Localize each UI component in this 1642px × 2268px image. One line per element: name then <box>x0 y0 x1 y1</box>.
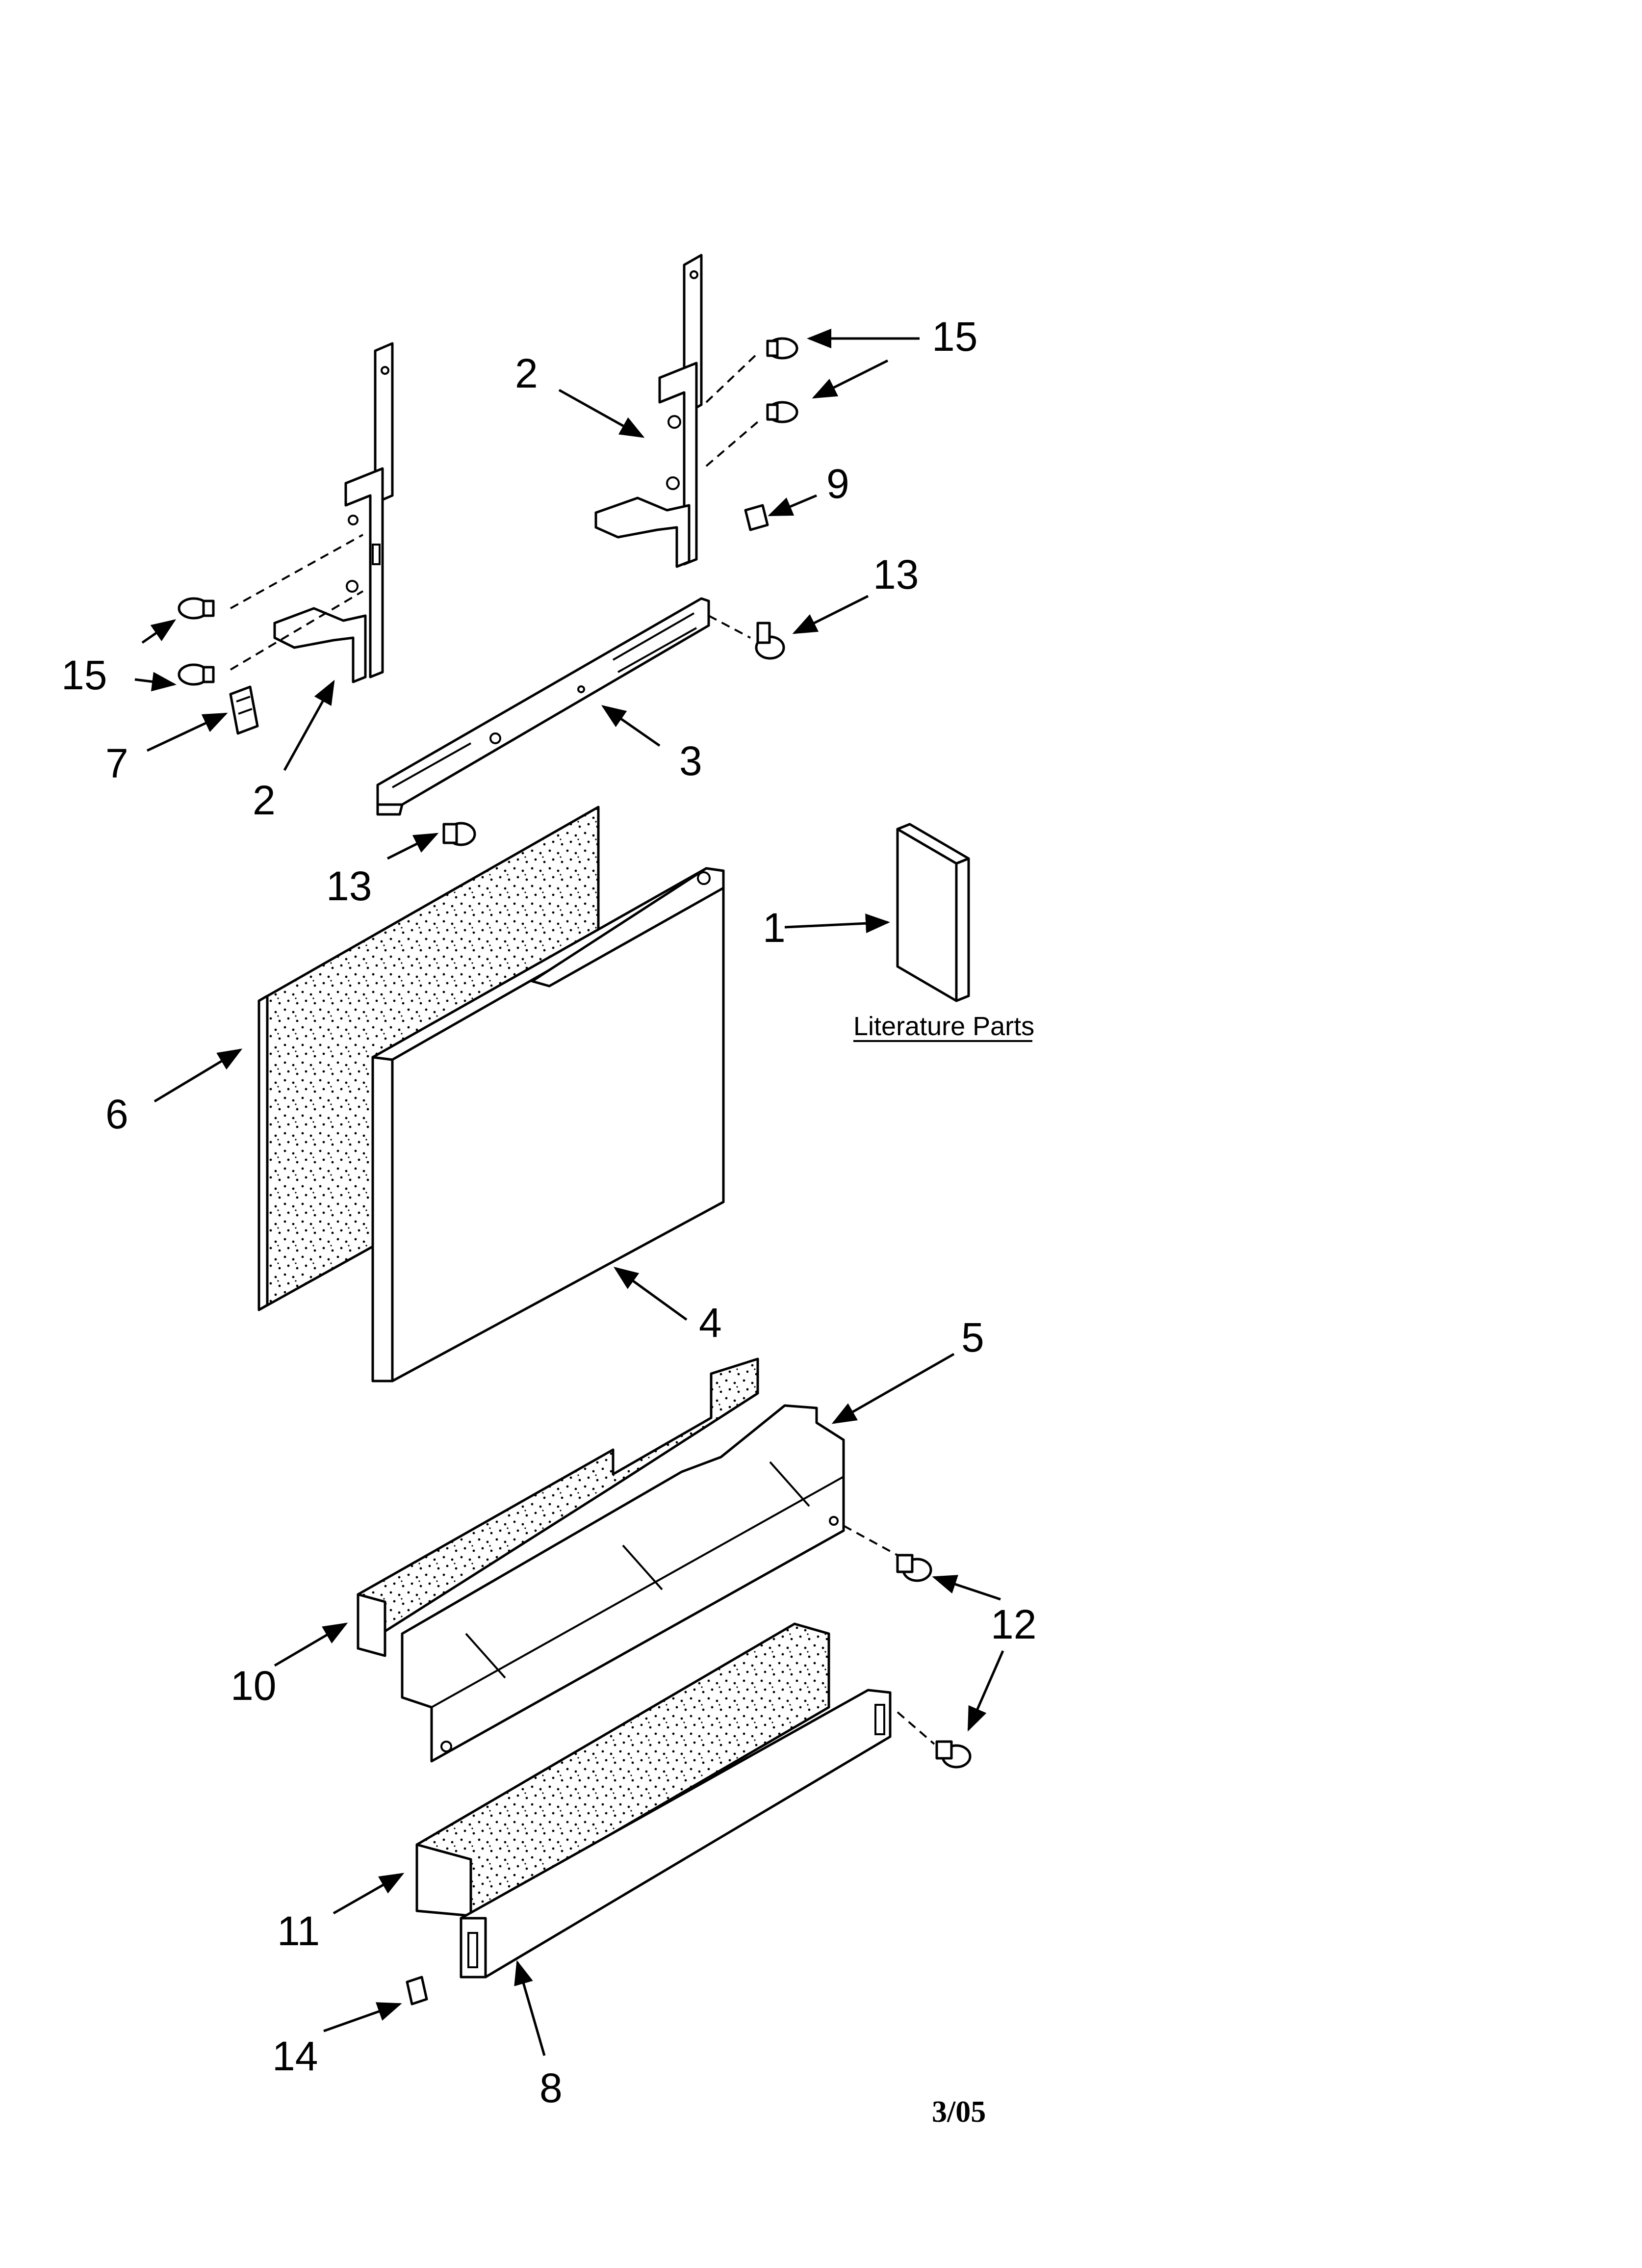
toe-kick-bracket <box>401 1404 845 1763</box>
callout-11: 11 <box>277 1908 320 1954</box>
kick-plate <box>460 1689 892 1979</box>
callout-3: 3 <box>679 738 702 784</box>
callout-2-left: 2 <box>253 777 276 823</box>
screw-13-left <box>442 822 476 846</box>
callout-2-right: 2 <box>515 350 538 396</box>
callout-13-left: 13 <box>326 863 372 909</box>
screws <box>178 337 972 1769</box>
callout-6: 6 <box>105 1091 128 1137</box>
callout-5: 5 <box>961 1314 984 1360</box>
date-code: 3/05 <box>932 2095 986 2129</box>
callout-4: 4 <box>699 1300 722 1346</box>
callout-8: 8 <box>539 2065 563 2111</box>
clip-9 <box>744 504 769 531</box>
callout-9: 9 <box>826 461 849 507</box>
callout-15-right: 15 <box>932 313 977 360</box>
screw-15-upper-right <box>766 337 798 360</box>
screw-15-lower-right <box>766 401 798 423</box>
callout-7: 7 <box>105 740 128 786</box>
callout-13-right: 13 <box>873 551 919 598</box>
door-panel <box>371 867 725 1382</box>
callout-10: 10 <box>231 1663 276 1709</box>
left-hinge-bracket <box>273 342 394 683</box>
screw-12-upper <box>896 1554 932 1582</box>
right-hinge-bracket <box>594 254 703 568</box>
crossbar <box>376 597 710 816</box>
literature-parts-label: Literature Parts <box>853 1012 1034 1041</box>
screw-13-right <box>755 622 785 660</box>
literature-booklet <box>896 823 970 1002</box>
callout-12: 12 <box>991 1601 1036 1647</box>
lower-insulation <box>415 1622 830 1917</box>
screw-15-lower-left <box>178 663 215 686</box>
callout-1: 1 <box>763 905 786 951</box>
clip-14 <box>406 1976 428 2006</box>
clip-7 <box>229 685 259 735</box>
screw-15-upper-left <box>178 597 215 620</box>
callout-arrows <box>134 329 1004 2056</box>
callout-14: 14 <box>272 2033 318 2079</box>
toe-kick-insulation <box>357 1357 759 1657</box>
callout-15-left: 15 <box>61 652 107 698</box>
screw-12-lower <box>935 1740 972 1769</box>
